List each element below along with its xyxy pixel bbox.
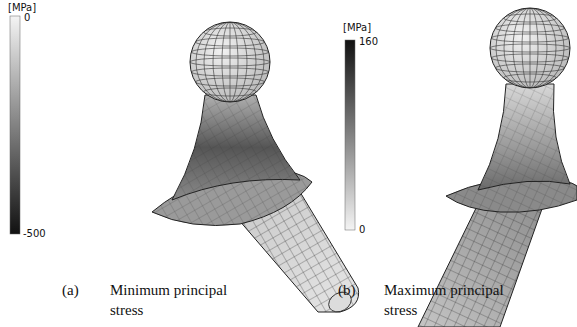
unit-label: [MPa] [343,22,371,34]
color-bar [345,40,355,230]
subfigure-caption: Minimum principal stress [110,280,250,320]
color-bar [10,16,20,234]
scale-value: 0 [359,224,365,236]
scale-value: -500 [23,228,46,240]
subfigure-letter: (a) [62,280,79,300]
femoral-stem-model [418,8,577,327]
femoral-stem-model [152,22,359,316]
unit-label: [MPa] [8,2,36,14]
scale-value: 160 [359,36,378,48]
subfigure-caption: Maximum principal stress [384,280,534,320]
subfigure-letter: (b) [338,280,356,300]
scale-value: 0 [24,12,30,24]
